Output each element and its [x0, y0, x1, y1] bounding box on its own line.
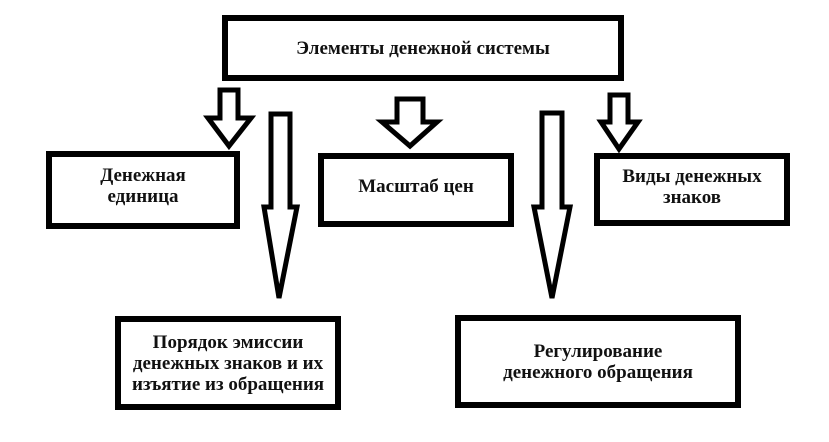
arrow-to-types [596, 92, 643, 154]
node-emission: Порядок эмиссии денежных знаков и их изъ… [115, 316, 341, 410]
node-types-line1: Виды денежных [622, 165, 762, 187]
arrow-to-scale [375, 96, 444, 150]
node-unit-line1: Денежная [100, 165, 186, 186]
node-regulation: Регулирование денежного обращения [455, 315, 741, 408]
node-scale-line1: Масштаб цен [358, 175, 474, 197]
node-regulation-line1: Регулирование [533, 340, 663, 362]
node-unit: Денежная единица [46, 151, 240, 229]
title-box: Элементы денежной системы [222, 15, 624, 81]
node-unit-line2: единица [107, 186, 179, 207]
title-text: Элементы денежной системы [296, 37, 550, 59]
node-types: Виды денежных знаков [594, 153, 790, 226]
node-regulation-line2: денежного обращения [503, 361, 693, 383]
node-scale: Масштаб цен [318, 153, 514, 227]
arrow-to-emission [261, 111, 301, 299]
node-emission-line3: изъятие из обращения [131, 373, 325, 395]
arrow-to-unit [203, 87, 257, 151]
arrow-to-regulation [530, 110, 574, 299]
node-emission-line1: Порядок эмиссии [152, 331, 304, 353]
node-types-line2: знаков [662, 186, 722, 208]
node-emission-line2: денежных знаков и их [132, 352, 324, 374]
